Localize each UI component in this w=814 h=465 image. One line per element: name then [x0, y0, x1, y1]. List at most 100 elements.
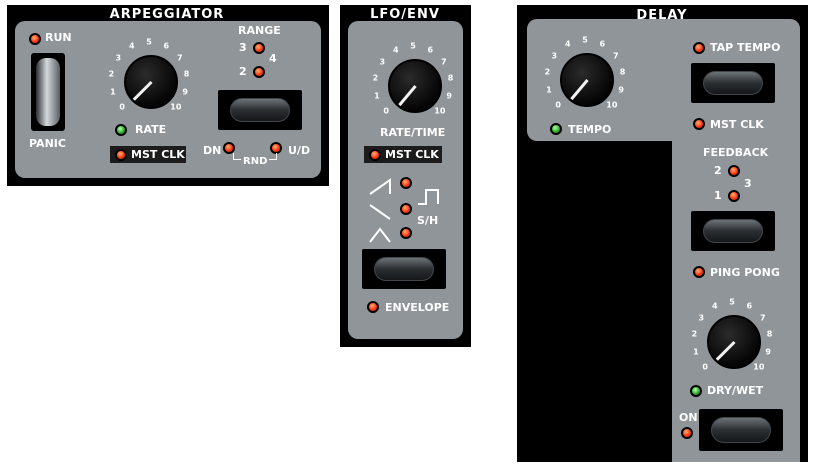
scale-number: 0: [702, 362, 708, 372]
rate-led: [115, 124, 127, 136]
on-label: ON: [679, 411, 698, 424]
scale-number: 10: [434, 106, 446, 116]
scale-number: 0: [555, 100, 561, 110]
scale-number: 3: [115, 53, 122, 63]
panic-rocker-switch[interactable]: [31, 53, 65, 131]
feedback-button[interactable]: [691, 211, 775, 251]
range-2-led: [253, 66, 265, 78]
scale-number: 9: [618, 85, 624, 95]
scale-number: 1: [546, 85, 552, 95]
scale-number: 8: [447, 73, 454, 83]
lfo-mst-clk-tag: [364, 146, 442, 163]
scale-number: 1: [374, 91, 380, 101]
arpeggiator-title: ARPEGGIATOR: [109, 7, 225, 22]
scale-number: 7: [440, 57, 447, 67]
range-label: RANGE: [238, 24, 281, 37]
scale-number: 0: [119, 102, 125, 112]
rate-time-knob[interactable]: [388, 59, 442, 113]
tap-tempo-button[interactable]: [691, 63, 775, 103]
triangle-led: [400, 227, 412, 239]
feedback-1-led: [728, 190, 740, 202]
dry-wet-knob[interactable]: [707, 315, 761, 369]
tempo-led: [550, 123, 562, 135]
waveform-button[interactable]: [362, 249, 446, 289]
dn-label: DN: [203, 144, 222, 157]
dry-wet-label: DRY/WET: [707, 384, 764, 397]
delay-mst-clk-led: [693, 118, 705, 130]
scale-number: 8: [766, 329, 773, 339]
sh-led: [400, 203, 412, 215]
scale-number: 3: [698, 313, 705, 323]
scale-number: 6: [746, 301, 753, 311]
scale-number: 6: [427, 45, 434, 55]
range-3-led: [253, 42, 265, 54]
delay-title: DELAY: [636, 8, 688, 23]
feedback-1-label: 1: [714, 189, 722, 202]
scale-number: 8: [619, 67, 626, 77]
rnd-label: RND: [241, 156, 270, 167]
scale-number: 5: [146, 37, 152, 47]
tap-tempo-label: TAP TEMPO: [710, 41, 781, 54]
scale-number: 10: [753, 362, 765, 372]
lfo-env-title: LFO/ENV: [370, 7, 440, 22]
range-4-label: 4: [269, 52, 277, 65]
ping-pong-label: PING PONG: [710, 266, 780, 279]
scale-number: 3: [551, 51, 558, 61]
mst-clk-label: MST CLK: [131, 148, 185, 161]
scale-number: 0: [383, 106, 389, 116]
envelope-led: [367, 301, 379, 313]
triangle-icon: [369, 227, 391, 243]
feedback-3-label: 3: [744, 177, 752, 190]
scale-number: 8: [183, 69, 190, 79]
scale-number: 2: [108, 69, 115, 79]
scale-number: 6: [163, 41, 170, 51]
scale-number: 4: [711, 301, 718, 311]
scale-number: 1: [110, 87, 116, 97]
scale-number: 9: [765, 347, 771, 357]
ud-label: U/D: [288, 144, 311, 157]
scale-number: 4: [564, 39, 571, 49]
range-button[interactable]: [218, 90, 302, 130]
scale-number: 2: [691, 329, 698, 339]
scale-number: 3: [379, 57, 386, 67]
scale-number: 7: [759, 313, 766, 323]
scale-number: 10: [606, 100, 618, 110]
panic-label: PANIC: [29, 137, 66, 150]
square-icon: [418, 189, 439, 205]
scale-number: 7: [612, 51, 619, 61]
delay-on-button[interactable]: [699, 409, 783, 451]
scale-number: 10: [170, 102, 182, 112]
tempo-knob[interactable]: [560, 53, 614, 107]
scale-number: 9: [446, 91, 452, 101]
sh-label: S/H: [417, 214, 439, 227]
rate-knob[interactable]: [124, 55, 178, 109]
lfo-mst-clk-led: [369, 149, 381, 161]
rate-time-label: RATE/TIME: [380, 126, 446, 139]
lfo-mst-clk-label: MST CLK: [385, 148, 439, 161]
dn-led: [223, 142, 235, 154]
scale-number: 5: [729, 297, 735, 307]
mst-clk-led: [115, 149, 127, 161]
scale-number: 9: [182, 87, 188, 97]
scale-number: 5: [582, 35, 588, 45]
run-label: RUN: [45, 31, 72, 44]
scale-number: 2: [544, 67, 551, 77]
on-led: [681, 427, 693, 439]
feedback-label: FEEDBACK: [703, 146, 769, 159]
scale-number: 2: [372, 73, 379, 83]
ping-pong-led: [693, 266, 705, 278]
dry-wet-led: [690, 385, 702, 397]
saw-up-led: [400, 177, 412, 189]
tap-tempo-led: [693, 42, 705, 54]
saw-down-icon: [369, 204, 391, 220]
mst-clk-tag: [110, 146, 186, 163]
range-2-label: 2: [239, 65, 247, 78]
scale-number: 4: [128, 41, 135, 51]
tempo-label: TEMPO: [568, 123, 612, 136]
envelope-label: ENVELOPE: [385, 301, 450, 314]
scale-number: 6: [599, 39, 606, 49]
scale-number: 5: [410, 41, 416, 51]
